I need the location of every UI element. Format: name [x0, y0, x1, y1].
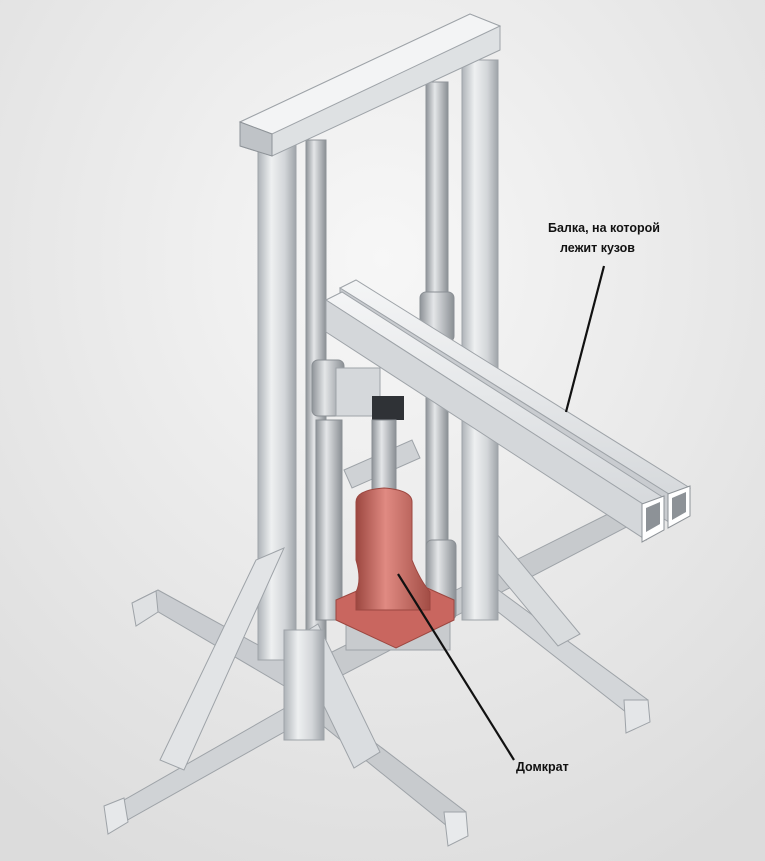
beam-front-end-hole [646, 502, 660, 532]
upright-rear-right [461, 59, 499, 621]
beam-label-line1: Балка, на которой [548, 221, 660, 235]
jack-body [355, 487, 431, 611]
base-leg-front-right-end [443, 811, 469, 847]
base-center-joint [283, 629, 325, 741]
jack-label: Домкрат [516, 760, 569, 774]
beam-label-line2: лежит кузов [560, 241, 635, 255]
beam-leader-line [564, 265, 606, 413]
base-leg-back-left-end [131, 590, 159, 627]
base-front [103, 547, 469, 847]
jack-saddle [372, 396, 404, 420]
jack-carriage-block [335, 367, 381, 417]
jack-piston [371, 419, 397, 501]
base-leg-front-left-end [103, 797, 129, 835]
front-frame [238, 13, 502, 661]
jack-leader-line [397, 573, 515, 761]
top-bar-end [239, 121, 273, 157]
beam-rear-end-hole [672, 492, 686, 520]
jack [335, 367, 455, 651]
sleeve-front-lower [315, 419, 343, 621]
base-leg-right-end [623, 699, 651, 734]
brace-left [159, 547, 285, 771]
upright-front-left [257, 139, 297, 661]
support-beam [324, 279, 692, 543]
